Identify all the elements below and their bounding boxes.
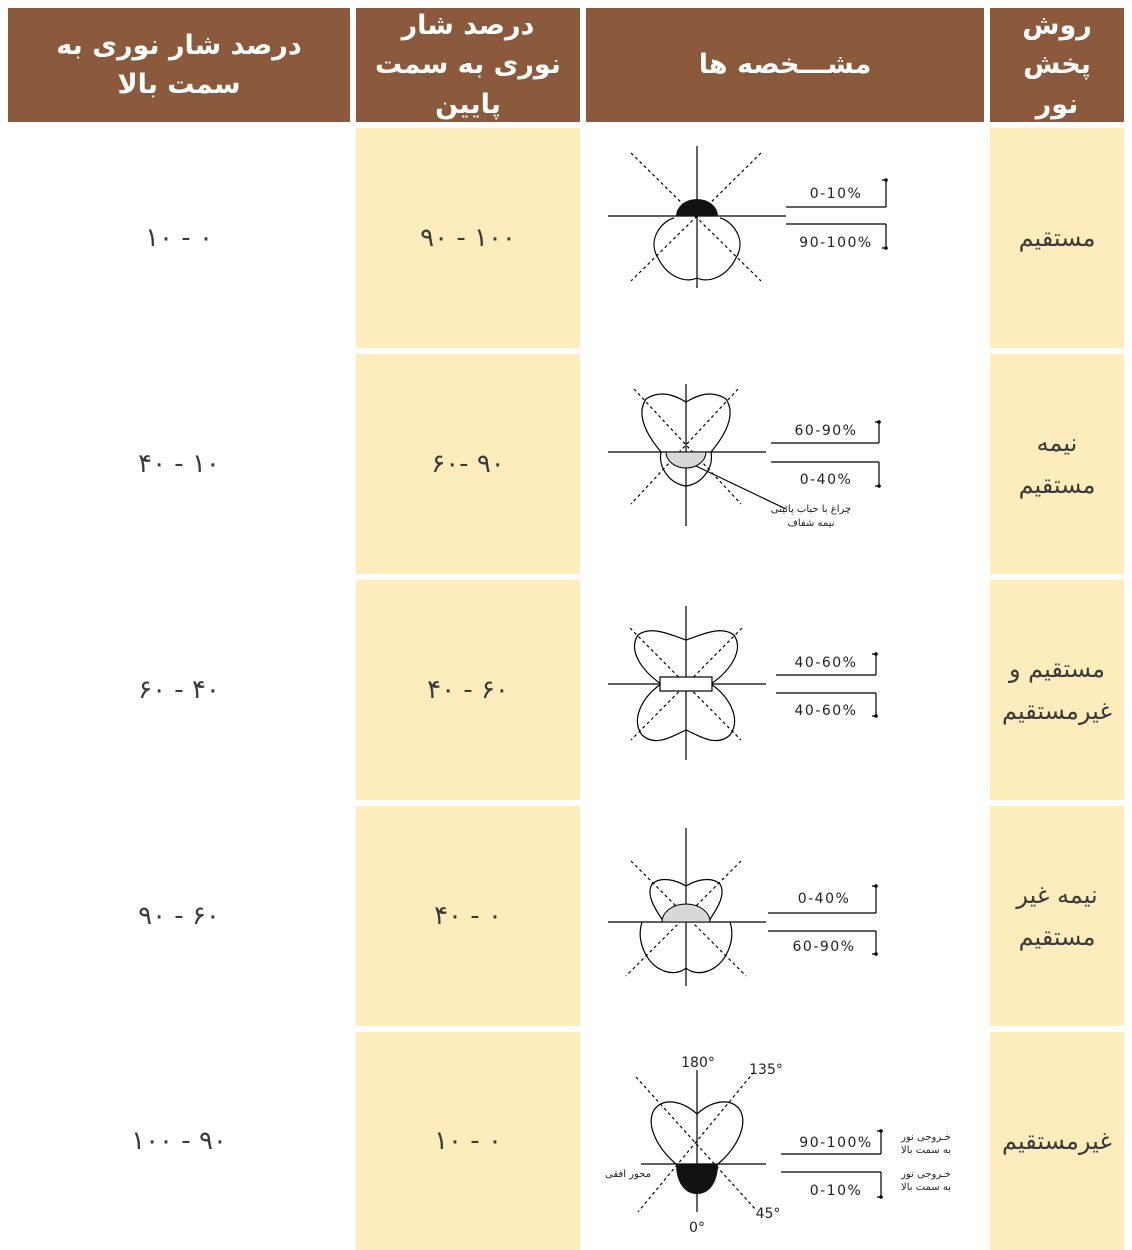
row5-down-text: ۰ - ۱۰ xyxy=(434,1126,502,1156)
row4-up-text: ۶۰ - ۹۰ xyxy=(138,901,220,931)
row4-method-text: نیمه غیر مستقیم xyxy=(1016,881,1098,951)
row4-down: ۰ - ۴۰ xyxy=(356,806,580,1026)
row5-method-text: غیرمستقیم xyxy=(1002,1127,1112,1155)
semi-direct-distribution-diagram: 60-90% 0-40% چراغ با حباب پائینی نیمه شف… xyxy=(608,384,881,529)
up-output-line2: به سمت بالا xyxy=(901,1145,951,1156)
row5-up: ۹۰ - ۱۰۰ xyxy=(8,1032,350,1250)
header-down-text: درصد شار نوری به سمت پایین xyxy=(375,10,561,120)
row2-up: ۱۰ - ۴۰ xyxy=(8,354,350,574)
row2-method: نیمه مستقیم xyxy=(990,354,1124,574)
row1-lower-pct: 90-100% xyxy=(799,235,872,251)
horizontal-axis-label: محور افقی xyxy=(605,1169,651,1180)
row2-note-line1: چراغ با حباب پائینی xyxy=(771,504,851,515)
row1-down-text: ۱۰۰ - ۹۰ xyxy=(420,223,516,253)
down-output-line2: به سمت بالا xyxy=(901,1182,951,1193)
row1-upper-pct: 0-10% xyxy=(810,186,863,202)
row3-lower-pct: 40-60% xyxy=(795,703,858,719)
row3-up-text: ۴۰ - ۶۰ xyxy=(138,675,220,705)
row3-method-text: مستقیم و غیرمستقیم xyxy=(1002,655,1112,725)
header-up-text: درصد شار نوری به سمت بالا xyxy=(56,29,302,100)
row5-down: ۰ - ۱۰ xyxy=(356,1032,580,1250)
row4-method: نیمه غیر مستقیم xyxy=(990,806,1124,1026)
row5-lower-pct: 0-10% xyxy=(810,1183,863,1199)
header-up-flux: درصد شار نوری به سمت بالا xyxy=(8,8,350,122)
down-output-line1: خـروجی نور xyxy=(900,1169,951,1180)
semi-indirect-distribution-diagram: 0-40% 60-90% xyxy=(608,828,878,986)
upper-bulb-icon xyxy=(661,903,711,923)
header-down-flux: درصد شار نوری به سمت پایین xyxy=(356,8,580,122)
row3-down-text: ۶۰ - ۴۰ xyxy=(427,675,509,705)
header-characteristics: مشـــخصه ها xyxy=(586,8,984,122)
row1-up-text: ۰ - ۱۰ xyxy=(145,223,213,253)
header-char-text: مشـــخصه ها xyxy=(698,49,872,81)
row2-up-text: ۱۰ - ۴۰ xyxy=(138,449,220,479)
row1-method-text: مستقیم xyxy=(1018,224,1096,252)
direct-indirect-distribution-diagram: 40-60% 40-60% xyxy=(608,606,878,760)
pendant-lamp-icon xyxy=(676,1164,718,1194)
diffuser-lamp-icon xyxy=(659,676,713,692)
row2-lower-pct: 0-40% xyxy=(800,472,853,488)
row1-up: ۰ - ۱۰ xyxy=(8,128,350,348)
row5-diagram: 180° 135° 45° 0° محور افقی 90-100% 0-10%… xyxy=(586,1032,984,1250)
direct-distribution-diagram: 0-10% 90-100% xyxy=(608,146,888,288)
angle-45-label: 45° xyxy=(756,1206,781,1222)
up-output-line1: خـروجی نور xyxy=(900,1132,951,1143)
indirect-distribution-diagram: 180° 135° 45° 0° محور افقی 90-100% 0-10%… xyxy=(605,1055,951,1236)
row4-diagram: 0-40% 60-90% xyxy=(586,806,984,1026)
angle-180-label: 180° xyxy=(681,1055,715,1071)
row5-method: غیرمستقیم xyxy=(990,1032,1124,1250)
row2-down-text: ۹۰ -۶۰ xyxy=(431,449,505,479)
header-method-text: روش پخش نور xyxy=(1022,10,1092,120)
row3-diagram: 40-60% 40-60% xyxy=(586,580,984,800)
row2-diagram: 60-90% 0-40% چراغ با حباب پائینی نیمه شف… xyxy=(586,354,984,574)
row3-up: ۴۰ - ۶۰ xyxy=(8,580,350,800)
row2-upper-pct: 60-90% xyxy=(795,423,858,439)
translucent-bulb-icon xyxy=(665,451,707,469)
row3-upper-pct: 40-60% xyxy=(795,655,858,671)
row2-method-text: نیمه مستقیم xyxy=(1018,429,1096,499)
angle-0-label: 0° xyxy=(689,1220,705,1236)
angle-135-label: 135° xyxy=(749,1062,783,1078)
row1-method: مستقیم xyxy=(990,128,1124,348)
row2-note-line2: نیمه شفاف xyxy=(788,518,835,529)
row3-method: مستقیم و غیرمستقیم xyxy=(990,580,1124,800)
row5-upper-pct: 90-100% xyxy=(799,1135,872,1151)
row4-down-text: ۰ - ۴۰ xyxy=(434,901,502,931)
row2-down: ۹۰ -۶۰ xyxy=(356,354,580,574)
row4-upper-pct: 0-40% xyxy=(798,891,851,907)
row5-up-text: ۹۰ - ۱۰۰ xyxy=(131,1126,227,1156)
row4-lower-pct: 60-90% xyxy=(793,939,856,955)
row1-diagram: 0-10% 90-100% xyxy=(586,128,984,348)
lamp-shade-icon xyxy=(676,199,718,216)
row4-up: ۶۰ - ۹۰ xyxy=(8,806,350,1026)
row1-down: ۱۰۰ - ۹۰ xyxy=(356,128,580,348)
row3-down: ۶۰ - ۴۰ xyxy=(356,580,580,800)
header-method: روش پخش نور xyxy=(990,8,1124,122)
